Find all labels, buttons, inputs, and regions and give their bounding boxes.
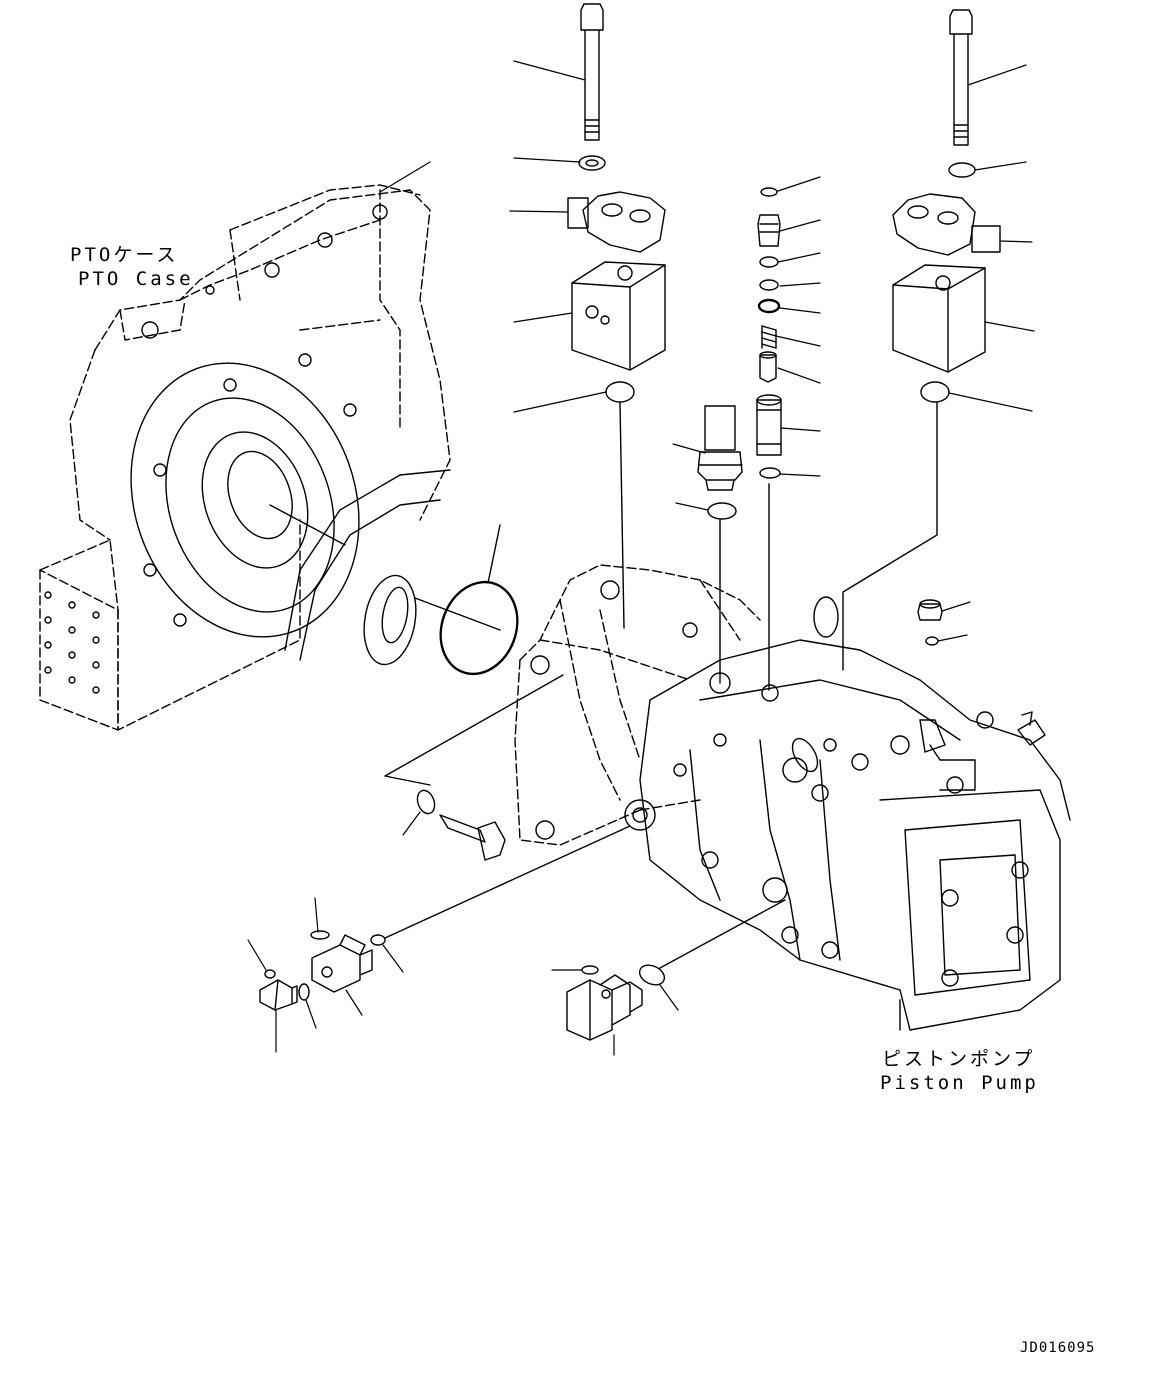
pto-case-bolt-holes <box>45 205 387 693</box>
split-flange-left <box>568 192 665 252</box>
solenoid-small-ring <box>311 931 329 939</box>
pump-front-housing <box>515 565 760 845</box>
elbow-o-ring-2 <box>299 984 309 1000</box>
long-bolt-left <box>581 4 603 140</box>
pump-eye-bolts <box>787 597 945 776</box>
leader-line <box>385 675 563 785</box>
center-o-ring <box>636 961 667 988</box>
pto-gear <box>285 470 500 669</box>
drawing-code: JD016095 <box>1020 1340 1096 1356</box>
flange-bolt <box>440 815 505 860</box>
piston-pump-label-en: Piston Pump <box>880 1072 1039 1094</box>
spring <box>762 326 776 348</box>
leader-line <box>488 525 500 583</box>
valve-block-right <box>893 265 985 372</box>
valve-block-left <box>572 262 665 370</box>
small-o-ring <box>761 188 777 196</box>
retaining-ring <box>760 280 778 290</box>
small-o-ring-2 <box>760 257 778 267</box>
callout-leaders <box>248 61 1034 1055</box>
washer-left <box>579 156 605 170</box>
pto-case-label-en: PTO Case <box>78 268 194 290</box>
small-o-ring-3 <box>760 468 780 478</box>
plug-fitting <box>758 215 780 246</box>
center-small-ring <box>582 966 598 974</box>
backup-ring <box>759 300 779 312</box>
leader-line <box>620 403 624 628</box>
large-o-ring <box>428 571 530 685</box>
solenoid-valve-left <box>312 935 372 992</box>
elbow-o-ring <box>265 970 275 978</box>
o-ring-right <box>921 382 949 402</box>
washer-right <box>949 163 975 177</box>
plug-upper-right <box>918 600 942 620</box>
split-flange-right <box>893 194 1000 255</box>
long-bolt-right <box>950 10 972 145</box>
pto-case-housing <box>40 185 450 730</box>
o-ring-left <box>606 382 634 402</box>
pump-detail-circles <box>531 581 1028 986</box>
washer-lower <box>414 788 437 816</box>
washer-left-inner <box>586 160 598 166</box>
leader-line <box>660 900 785 968</box>
poppet <box>760 352 776 382</box>
pump-right-fittings <box>930 712 1045 790</box>
leader-line <box>843 403 937 670</box>
leader-line <box>385 826 630 938</box>
elbow-fitting <box>260 980 297 1010</box>
pump-main-body <box>640 640 1070 1030</box>
piston-pump-label-jp: ピストンポンプ <box>882 1048 1036 1070</box>
pressure-sensor <box>698 406 742 490</box>
sensor-o-ring <box>708 503 736 519</box>
pto-case-label-jp: PTOケース <box>70 244 179 266</box>
solenoid-valve-center <box>567 975 642 1040</box>
pto-case-flange <box>94 331 396 669</box>
solenoid-o-ring <box>371 935 385 945</box>
valve-sleeve <box>757 395 781 455</box>
plug-o-ring <box>926 637 938 645</box>
